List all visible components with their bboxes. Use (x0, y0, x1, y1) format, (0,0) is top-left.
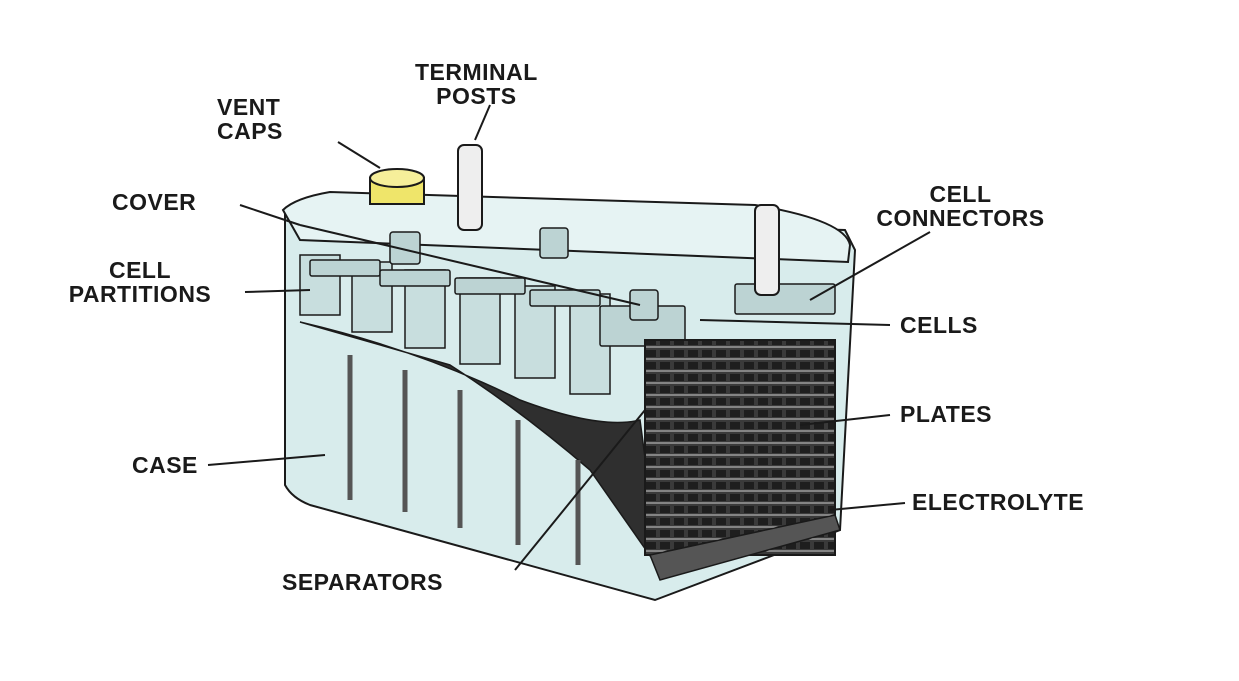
terminal-posts-label: TERMINAL POSTS (415, 60, 538, 108)
terminal-posts-label-line2: POSTS (436, 83, 517, 109)
separators-label: SEPARATORS (282, 569, 443, 595)
cell-partitions-label-line2: PARTITIONS (68, 281, 212, 307)
cell-connectors-art (309, 227, 836, 347)
case-ribs (347, 355, 581, 565)
terminal-posts-label-line1: TERMINAL (415, 59, 538, 85)
cover-label: COVER (112, 189, 197, 215)
cell-connectors-label-line2: CONNECTORS (876, 205, 1045, 231)
case-label: CASE (132, 452, 198, 478)
vent-caps-label-line2: CAPS (217, 118, 283, 144)
terminal-posts-art (457, 144, 780, 296)
cell-connectors-label-line1: CELL (929, 181, 992, 207)
vent-cap-art (369, 168, 425, 205)
cell-partitions-label-line1: CELL (108, 257, 172, 283)
vent-caps-label-line1: VENT (217, 94, 281, 120)
plates-label: PLATES (900, 401, 993, 427)
cell-connectors-label: CELL CONNECTORS (838, 182, 1083, 230)
leader-lines (207, 104, 931, 571)
cells-label: CELLS (900, 312, 978, 338)
vent-caps-label: VENT CAPS (217, 95, 283, 143)
plates-grid (644, 339, 836, 556)
cutaway-plates (299, 321, 661, 571)
cell-partitions (299, 254, 611, 395)
cell-partitions-label: CELL PARTITIONS (35, 258, 245, 306)
electrolyte-label: ELECTROLYTE (912, 489, 1085, 515)
electrolyte-bottom (648, 514, 841, 581)
